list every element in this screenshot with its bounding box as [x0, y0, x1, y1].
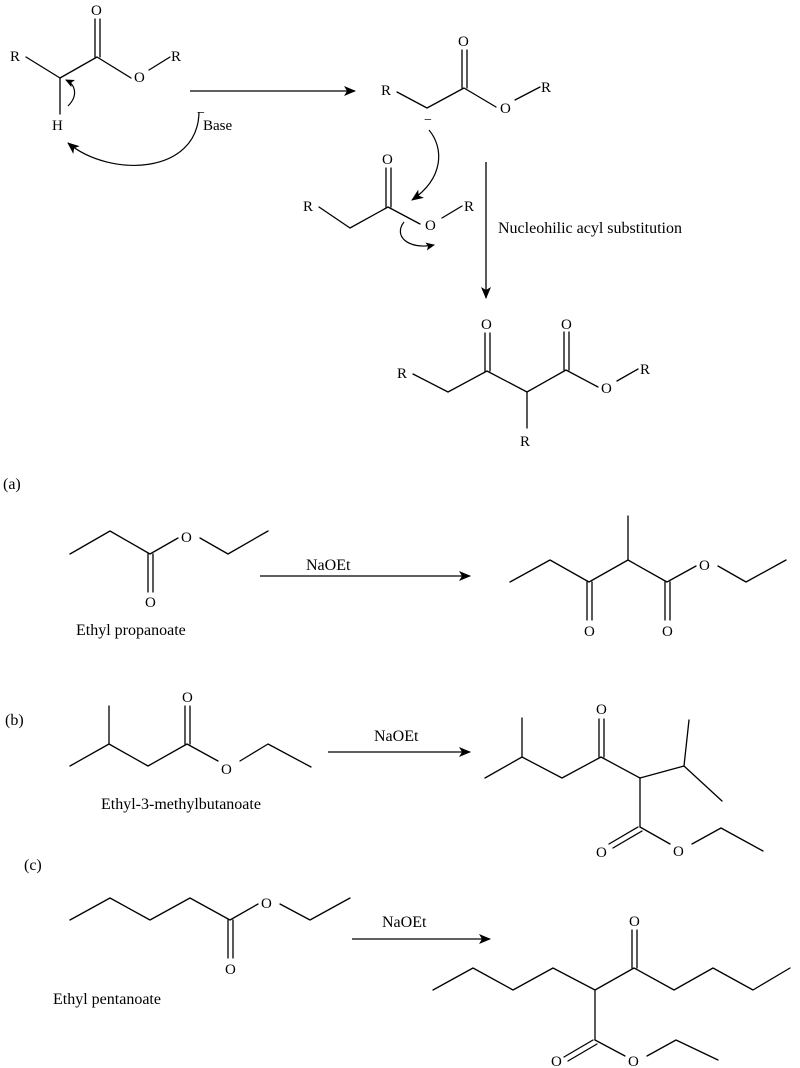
atom-o: O: [551, 1054, 562, 1068]
atom-o: O: [221, 762, 232, 778]
reagent-label: NaOEt: [382, 914, 427, 931]
atom-o: O: [500, 101, 511, 117]
atom-o: O: [225, 962, 236, 978]
atom-r: R: [640, 362, 650, 378]
curly-arrow: [67, 111, 200, 166]
reagent-label: NaOEt: [306, 557, 351, 574]
charge-minus: −: [197, 106, 205, 121]
atom-o: O: [596, 702, 607, 718]
panel-a: (a) O O Ethyl propanoate NaOEt O O O: [3, 476, 787, 640]
atom-o: O: [601, 381, 612, 397]
second-ester: R O O R: [303, 152, 474, 251]
panel-label: (a): [3, 476, 21, 493]
curly-arrow: [399, 221, 435, 251]
atom-h: H: [52, 118, 63, 134]
atom-o: O: [425, 218, 436, 234]
product-b: O O O: [484, 702, 764, 861]
beta-keto-ester-product: R O O O R R: [397, 317, 650, 450]
atom-o: O: [261, 896, 272, 912]
atom-o: O: [561, 317, 572, 333]
atom-o: O: [584, 624, 595, 640]
atom-o: O: [134, 70, 145, 86]
atom-o: O: [481, 317, 492, 333]
atom-o: O: [596, 845, 607, 861]
panel-b: (b) O O Ethyl-3-methylbutanoate NaOEt O …: [5, 690, 764, 861]
ethyl-propanoate: O O: [69, 530, 269, 611]
charge-minus: −: [424, 113, 432, 128]
reactant-name: Ethyl propanoate: [76, 622, 186, 639]
atom-r: R: [381, 83, 391, 99]
panel-label: (c): [24, 857, 42, 874]
reactant-name: Ethyl-3-methylbutanoate: [101, 796, 261, 813]
atom-o: O: [182, 690, 193, 706]
atom-o: O: [181, 530, 192, 546]
atom-o: O: [145, 595, 156, 611]
atom-r: R: [541, 80, 551, 96]
mechanism-section: R O O R H − Base R O O R −: [10, 3, 682, 450]
atom-o: O: [673, 844, 684, 860]
reagent-label: NaOEt: [374, 728, 419, 745]
enolate: R O O R −: [381, 34, 551, 201]
atom-o: O: [91, 3, 102, 19]
ethyl-3-methylbutanoate: O O: [69, 690, 312, 778]
curly-arrow: [411, 129, 440, 201]
atom-r: R: [520, 434, 530, 450]
atom-o: O: [628, 1054, 639, 1068]
reactant-name: Ethyl pentanoate: [53, 991, 161, 1008]
atom-o: O: [382, 152, 393, 168]
atom-r: R: [10, 49, 20, 65]
atom-o: O: [662, 624, 673, 640]
base-label: Base: [203, 118, 233, 134]
curly-arrow: [65, 79, 76, 107]
panel-c: (c) O O Ethyl pentanoate NaOEt O O O: [24, 857, 791, 1068]
ethyl-pentanoate: O O: [69, 896, 351, 978]
atom-r: R: [397, 366, 407, 382]
atom-r: R: [171, 49, 181, 65]
base-attack: − Base: [67, 106, 233, 166]
atom-o: O: [629, 914, 640, 930]
product-a: O O O: [509, 515, 787, 640]
panel-label: (b): [5, 712, 24, 729]
atom-r: R: [464, 199, 474, 215]
product-c: O O O: [432, 914, 791, 1068]
starting-ester: R O O R H: [10, 3, 181, 134]
step-label: Nucleohilic acyl substitution: [498, 220, 682, 237]
atom-o: O: [458, 34, 469, 50]
atom-r: R: [303, 199, 313, 215]
atom-o: O: [699, 558, 710, 574]
